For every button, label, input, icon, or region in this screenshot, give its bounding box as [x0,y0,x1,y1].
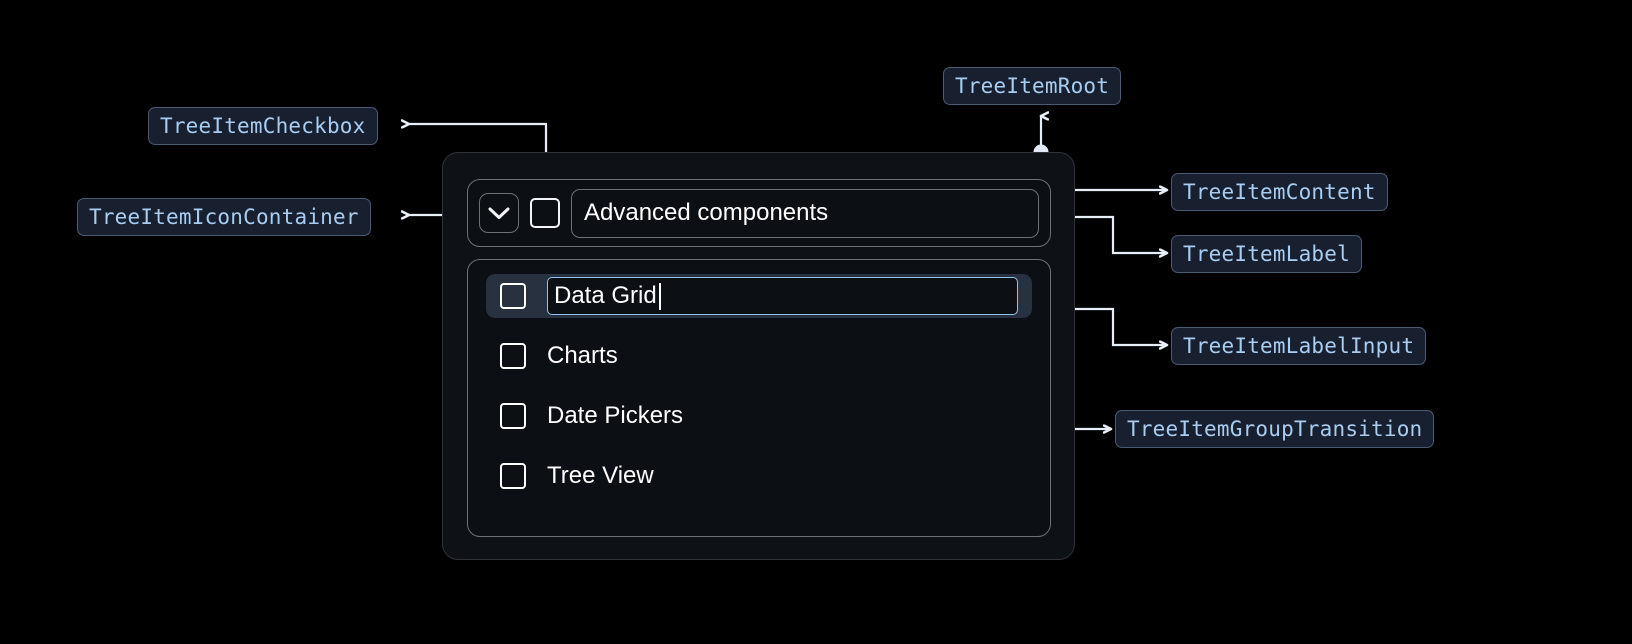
tree-item-row-date-pickers[interactable]: Date Pickers [486,394,1032,438]
tree-item-checkbox[interactable] [500,403,526,429]
tree-item-checkbox[interactable] [530,198,560,228]
tree-item-row-data-grid[interactable]: Data Grid [486,274,1032,318]
annotation-tree-item-root: TreeItemRoot [943,67,1122,105]
tree-item-label-text: Advanced components [584,199,829,226]
tree-item-label-input[interactable]: Data Grid [547,277,1018,315]
text-caret [658,282,661,310]
annotation-tree-item-label-input: TreeItemLabelInput [1171,327,1427,365]
tree-item-group-transition: Data Grid Charts Date Pickers Tree View [467,259,1051,537]
tree-item-label: Charts [547,342,618,369]
tree-item-root[interactable]: Advanced components Data Grid Charts Dat… [442,152,1075,560]
annotation-tree-item-label: TreeItemLabel [1171,235,1362,273]
annotation-tree-item-content: TreeItemContent [1171,173,1388,211]
chevron-down-icon [488,207,510,219]
tree-item-row-charts[interactable]: Charts [486,334,1032,378]
tree-item-checkbox[interactable] [500,463,526,489]
tree-item-label: Date Pickers [547,402,684,429]
tree-item-icon-container[interactable] [479,193,519,233]
annotation-tree-item-group-transition: TreeItemGroupTransition [1115,410,1435,448]
tree-item-row-tree-view[interactable]: Tree View [486,454,1032,498]
tree-item-label-input-value: Data Grid [554,282,657,309]
tree-item-content[interactable]: Advanced components [467,179,1051,247]
annotation-tree-item-icon-container: TreeItemIconContainer [77,198,371,236]
tree-item-label[interactable]: Advanced components [571,188,1039,238]
tree-item-checkbox[interactable] [500,343,526,369]
annotation-tree-item-checkbox: TreeItemCheckbox [148,107,378,145]
tree-item-label: Tree View [547,462,654,489]
tree-item-checkbox[interactable] [500,283,526,309]
